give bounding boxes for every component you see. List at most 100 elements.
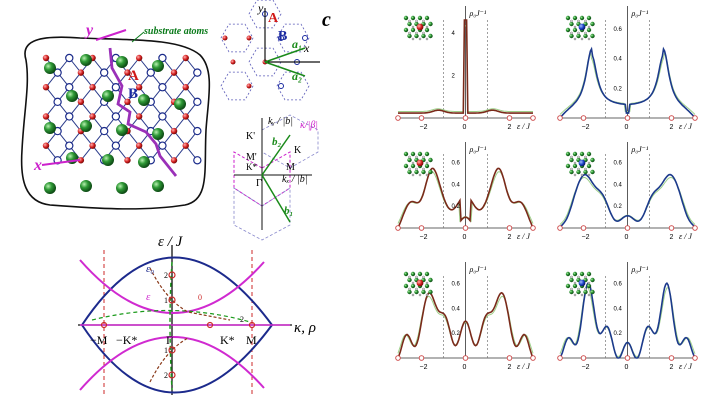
disp-tick-M: M bbox=[246, 333, 257, 347]
uc-site-A: A bbox=[268, 11, 279, 26]
uc-a2-label: a₂ bbox=[292, 69, 302, 83]
dos-inset-substrate bbox=[572, 151, 578, 157]
dos-inset-substrate bbox=[403, 271, 409, 277]
dos-inset-substrate bbox=[569, 157, 574, 163]
dos-inset-site bbox=[570, 167, 573, 171]
dos-curve bbox=[398, 19, 533, 114]
dos-marker bbox=[395, 355, 401, 361]
disp-blue-lower bbox=[81, 324, 273, 394]
dislocation-path bbox=[108, 47, 178, 177]
disp-ylabel: ε / J bbox=[158, 234, 184, 250]
dos-inset-site bbox=[422, 155, 425, 159]
dos-inset-substrate bbox=[590, 21, 595, 27]
dos-inset-site bbox=[570, 19, 573, 23]
dos-ytick: 0.6 bbox=[614, 27, 623, 33]
dos-ytick: 0.2 bbox=[452, 331, 461, 337]
lattice-atom-B bbox=[158, 141, 167, 150]
lattice-atom-B bbox=[65, 112, 74, 121]
dos-inset-substrate bbox=[590, 289, 595, 295]
dos-inset-substrate bbox=[586, 163, 592, 169]
dos-inset-site bbox=[584, 155, 587, 159]
lattice-atom-B bbox=[193, 97, 202, 107]
uc-hexagon bbox=[276, 71, 310, 101]
dos-ylabel: ρ₀J⁻¹ bbox=[469, 145, 487, 154]
dos-inset-site bbox=[573, 173, 577, 177]
dos-inset-site bbox=[587, 281, 591, 285]
dos-marker bbox=[418, 115, 425, 121]
dos-marker bbox=[580, 225, 587, 231]
b1-label: b₁ bbox=[284, 205, 293, 217]
dos-marker bbox=[462, 355, 469, 361]
lattice-atom-A bbox=[182, 54, 189, 62]
lattice-atom-A bbox=[42, 54, 50, 62]
substrate-atom bbox=[80, 54, 92, 66]
dos-inset-site bbox=[587, 293, 591, 297]
dos-inset-substrate bbox=[579, 15, 585, 21]
dos-inset-substrate bbox=[565, 271, 571, 277]
lattice-x-label: x bbox=[33, 157, 42, 174]
dos-inset-substrate bbox=[583, 289, 588, 295]
dos-marker bbox=[395, 225, 401, 231]
lattice-atom-A bbox=[135, 84, 143, 91]
dos-inset-substrate bbox=[410, 163, 416, 169]
dos-inset-site bbox=[408, 287, 411, 291]
dos-xlabel: ε / J bbox=[517, 362, 530, 371]
dos-inset-site bbox=[425, 173, 429, 177]
dos-ylabel: ρ₀J⁻¹ bbox=[631, 265, 649, 274]
dos-ytick: 4 bbox=[452, 31, 456, 37]
lattice-atom-A bbox=[182, 142, 189, 149]
dos-inset-substrate bbox=[403, 163, 409, 169]
dos-marker bbox=[462, 115, 469, 121]
dos-inset-substrate bbox=[428, 33, 433, 39]
disp-magenta-2 bbox=[79, 336, 265, 391]
M-label: M bbox=[286, 162, 295, 173]
dos-inset-site bbox=[577, 19, 580, 23]
dos-inset-site bbox=[584, 167, 587, 171]
dos-inset-substrate bbox=[403, 151, 409, 157]
dos-inset-site bbox=[418, 293, 422, 297]
dos-inset-substrate bbox=[410, 283, 416, 289]
vec-b1 bbox=[261, 174, 291, 223]
lattice-atom-A bbox=[42, 113, 50, 120]
dos-curve bbox=[397, 291, 534, 359]
dos-inset-site bbox=[418, 173, 422, 177]
ky-label: kᵧ / |b| bbox=[268, 116, 293, 127]
dos-inset-substrate bbox=[590, 277, 595, 283]
uc-y-label: y bbox=[257, 1, 264, 15]
dos-inset-site bbox=[577, 287, 580, 291]
dos-marker bbox=[624, 355, 631, 361]
dos-inset-substrate bbox=[424, 163, 430, 169]
disp-blue-upper bbox=[81, 256, 273, 326]
dos-marker bbox=[557, 115, 563, 121]
lattice-atom-B bbox=[146, 68, 155, 77]
dos-inset-site bbox=[587, 173, 591, 177]
dos-ylabel: ρ₀J⁻¹ bbox=[631, 145, 649, 154]
dos-inset-site bbox=[411, 37, 415, 41]
substrate-atom bbox=[152, 60, 164, 72]
dos-inset-site bbox=[425, 293, 429, 297]
dos-inset-substrate bbox=[410, 151, 416, 157]
dos-inset-substrate bbox=[569, 33, 574, 39]
dos-inset-substrate bbox=[576, 33, 581, 39]
dos-inset-site bbox=[422, 31, 425, 35]
dos-inset-site bbox=[411, 281, 415, 285]
uc-site-B: B bbox=[278, 29, 287, 44]
dos-ytick: 0.4 bbox=[452, 306, 461, 312]
dos-marker bbox=[530, 115, 536, 121]
dispersion-panel: ε / J κ, ρ ε₀ ε −M −K* Γ K* M 2 1 bbox=[78, 234, 316, 395]
lattice-atom-B bbox=[99, 126, 109, 136]
dos-marker bbox=[668, 225, 675, 231]
dos-inset-site bbox=[411, 25, 415, 29]
dos-inset-site bbox=[584, 31, 587, 35]
dos-inset-site bbox=[587, 37, 591, 41]
dos-inset-site bbox=[425, 37, 429, 41]
lattice-atom-B bbox=[53, 68, 62, 77]
disp-ytick-2: 0 bbox=[198, 293, 202, 302]
dos-ylabel: ρ₀J⁻¹ bbox=[631, 9, 649, 18]
dos-inset-substrate bbox=[586, 283, 592, 289]
lattice-site-B: B bbox=[128, 86, 138, 102]
dos-xtick: 2 bbox=[670, 364, 674, 371]
lattice-atom-A bbox=[182, 84, 189, 91]
lattice-atom-A bbox=[89, 84, 96, 91]
